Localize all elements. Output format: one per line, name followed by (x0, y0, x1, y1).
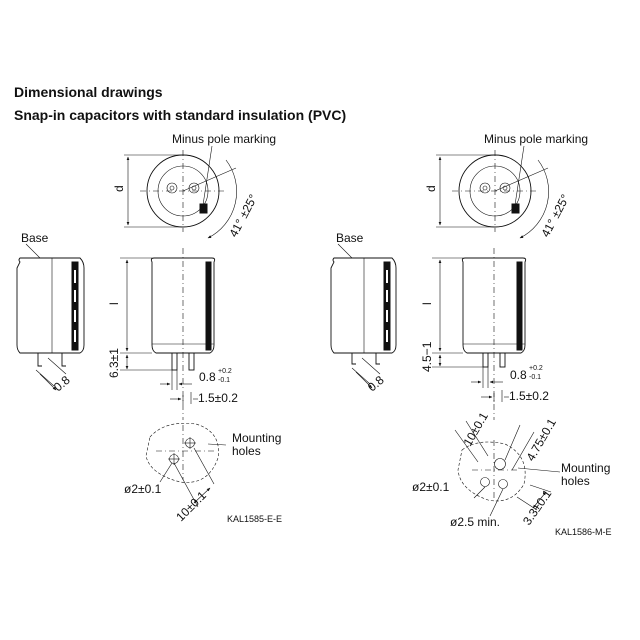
right-diameter-label: d (424, 185, 438, 192)
right-pin-tol-down: -0.1 (529, 374, 541, 381)
right-hole-spacing-label: 10±0.1 (460, 410, 491, 449)
minus-pole-marker (199, 203, 208, 214)
right-base-label: Base (336, 231, 364, 245)
left-pin-width-label: 0.8 (199, 370, 216, 384)
left-base-lead-label: 0.8 (51, 373, 73, 395)
right-mounting-holes (454, 420, 561, 517)
left-diameter-label: d (112, 185, 126, 192)
left-holes-label: holes (232, 444, 261, 458)
right-mounting-label: Mounting (561, 461, 610, 475)
left-angle-label: 41° ±25° (226, 192, 260, 240)
left-base-view (16, 243, 85, 391)
minus-pole-marker-right (511, 203, 520, 214)
left-front-view (120, 248, 216, 420)
left-minus-pole-label: Minus pole marking (172, 132, 276, 146)
right-base-lead-label: 0.8 (365, 373, 387, 395)
right-hole-big-label: ø2.5 min. (450, 515, 500, 529)
left-top-view (124, 145, 237, 239)
left-mounting-holes (145, 423, 227, 508)
right-pin-width-label: 0.8 (510, 368, 527, 382)
right-hole-offset-label: 4.75±0.1 (523, 416, 559, 464)
left-pin-tol-down: -0.1 (218, 377, 230, 384)
right-pin-tol-up: +0.2 (529, 365, 543, 372)
left-base-label: Base (21, 231, 49, 245)
right-pin-spacing-label: 1.5±0.2 (509, 389, 549, 403)
left-pin-spacing-label: 1.5±0.2 (198, 391, 238, 405)
right-hole-gap-label: 3.3±0.1 (520, 487, 555, 528)
right-hole-dia-label: ø2±0.1 (412, 480, 450, 494)
left-hole-dia-label: ø2±0.1 (124, 482, 162, 496)
right-minus-pole-label: Minus pole marking (484, 132, 588, 146)
right-base-view (330, 243, 397, 389)
drawing-subtitle: Snap-in capacitors with standard insulat… (14, 107, 347, 123)
left-hole-spacing-label: 10±0.1 (173, 488, 209, 524)
left-drawing-code: KAL1585-E-E (227, 514, 282, 524)
left-mounting-label: Mounting (232, 431, 281, 445)
left-pin-tol-up: +0.2 (218, 368, 232, 375)
right-top-view (436, 145, 549, 239)
right-drawing: Minus pole marking d 41° ±25° Base 0.8 (330, 132, 612, 537)
right-lead-length-label: 4.5−1 (420, 341, 434, 372)
right-length-label: l (420, 302, 434, 305)
left-length-label: l (107, 302, 121, 305)
right-front-view (432, 248, 527, 420)
left-lead-length-label: 6.3±1 (107, 348, 121, 378)
right-drawing-code: KAL1586-M-E (555, 527, 612, 537)
left-drawing: Minus pole marking d 41° ±25° Base 0.8 (16, 132, 282, 524)
right-holes-label: holes (561, 474, 590, 488)
right-angle-label: 41° ±25° (538, 192, 572, 240)
drawing-title: Dimensional drawings (14, 84, 163, 100)
